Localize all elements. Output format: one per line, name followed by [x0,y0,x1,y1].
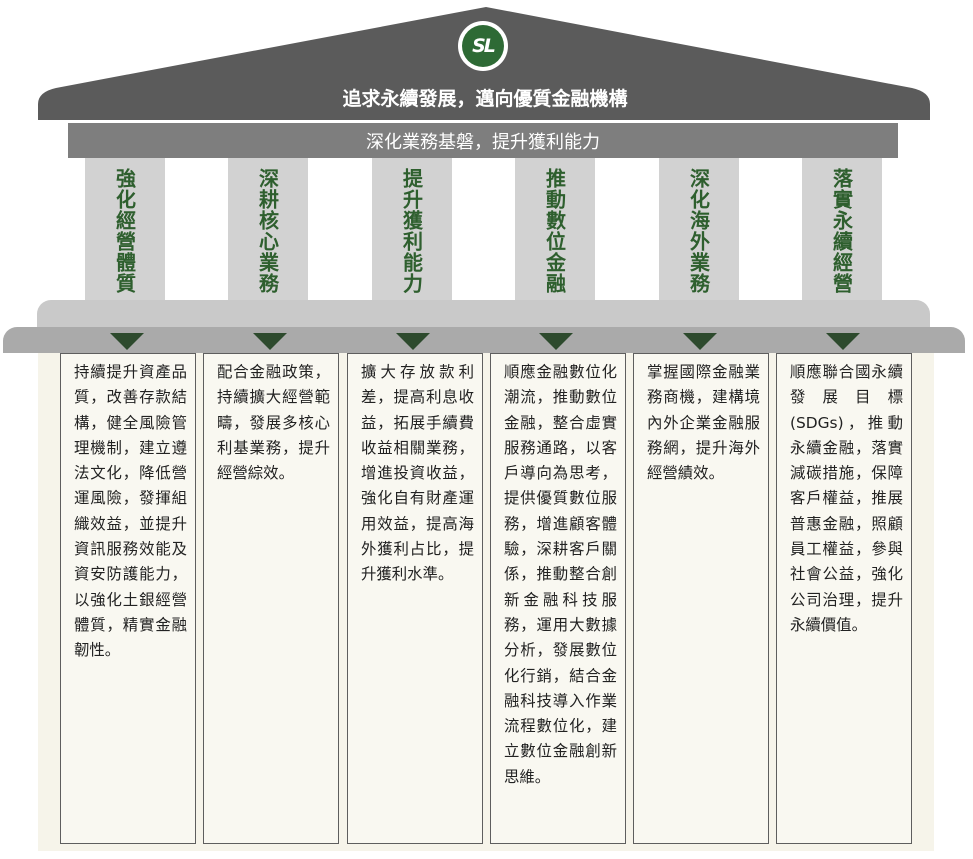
pillar-2: 深耕核心業務 [228,158,308,302]
description-text: 掌握國際金融業務商機，建構境內外企業金融服務網，提升海外經營績效。 [647,363,760,483]
roof-title: 追求永續發展，邁向優質金融機構 [342,88,628,110]
pillar-4: 推動數位金融 [515,158,595,302]
description-column-6: 順應聯合國永續發展目標(SDGs)，推動永續金融，落實減碳措施，保障客戶權益，推… [776,353,912,844]
pillar-label: 深化海外業務 [686,168,711,294]
arrow-down-icon [683,333,717,350]
description-text: 配合金融政策，持續擴大經營範疇，發展多核心利基業務，提升經營綜效。 [217,363,330,483]
description-text: 順應金融數位化潮流，推動數位金融，整合虛實服務通路，以客戶導向為思考，提供優質數… [504,363,617,786]
foundation-upper [37,300,930,327]
arrow-down-icon [396,333,430,350]
description-column-2: 配合金融政策，持續擴大經營範疇，發展多核心利基業務，提升經營綜效。 [203,353,339,844]
pillar-label: 深耕核心業務 [255,168,280,294]
pillar-label: 落實永續經營 [829,168,854,294]
pillar-6: 落實永續經營 [802,158,882,302]
pillar-label: 推動數位金融 [542,168,567,294]
foundation-lower [3,327,965,353]
pillar-3: 提升獲利能力 [372,158,452,302]
description-text: 順應聯合國永續發展目標(SDGs)，推動永續金融，落實減碳措施，保障客戶權益，推… [790,363,903,634]
logo-mark: SL [472,35,496,57]
description-text: 持續提升資產品質，改善存款結構，健全風險管理機制，建立遵法文化，降低營運風險，發… [74,363,187,660]
pillar-5: 深化海外業務 [659,158,739,302]
description-column-1: 持續提升資產品質，改善存款結構，健全風險管理機制，建立遵法文化，降低營運風險，發… [60,353,196,844]
description-column-4: 順應金融數位化潮流，推動數位金融，整合虛實服務通路，以客戶導向為思考，提供優質數… [490,353,626,844]
arrow-down-icon [539,333,573,350]
pillar-1: 強化經營體質 [85,158,165,302]
description-column-5: 掌握國際金融業務商機，建構境內外企業金融服務網，提升海外經營績效。 [633,353,769,844]
pillar-label: 提升獲利能力 [399,168,424,294]
arrow-down-icon [110,333,144,350]
description-text: 擴大存放款利差，提高利息收益，拓展手續費收益相關業務，增進投資收益，強化自有財產… [361,363,474,584]
pillar-label: 強化經營體質 [112,168,137,294]
arrow-down-icon [253,333,287,350]
beam-title: 深化業務基磐，提升獲利能力 [68,123,898,158]
description-column-3: 擴大存放款利差，提高利息收益，拓展手續費收益相關業務，增進投資收益，強化自有財產… [347,353,483,844]
arrow-down-icon [826,333,860,350]
logo: SL [458,21,508,71]
logo-emblem-icon: SL [462,25,504,67]
